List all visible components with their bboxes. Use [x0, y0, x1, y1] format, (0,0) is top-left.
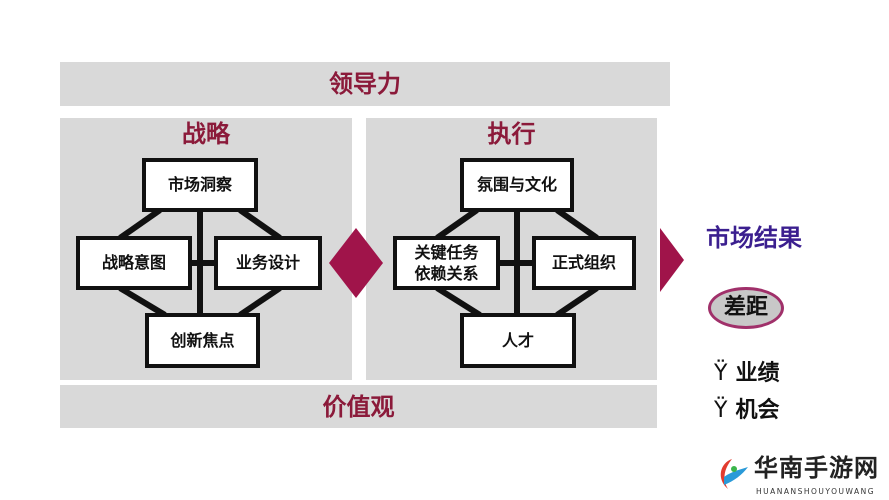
- box-critical-tasks: 关键任务 依赖关系: [393, 236, 500, 290]
- bullet-marker: Ÿ: [714, 398, 728, 423]
- site-logo: 华南手游网 HUANANSHOUYOUWANG: [714, 453, 889, 500]
- strategy-title: 战略: [182, 120, 230, 148]
- box-innovation-focus: 创新焦点: [145, 313, 260, 368]
- bullet-marker: Ÿ: [714, 361, 728, 386]
- box-market-insight: 市场洞察: [142, 158, 258, 212]
- market-result-title: 市场结果: [706, 224, 802, 252]
- bullet-text: 业绩: [735, 361, 780, 386]
- gap-ellipse: 差距: [708, 287, 784, 329]
- arrow-to-result: [660, 228, 684, 292]
- leadership-bar: 领导力: [60, 62, 670, 106]
- box-formal-org: 正式组织: [532, 236, 636, 290]
- execution-title: 执行: [487, 120, 536, 148]
- bullet-opportunity: Ÿ 机会: [714, 397, 779, 425]
- values-bar: 价值观: [60, 385, 657, 428]
- values-label: 价值观: [322, 392, 395, 421]
- logo-subtitle: HUANANSHOUYOUWANG: [756, 487, 876, 496]
- box-business-design: 业务设计: [214, 236, 322, 290]
- logo-name: 华南手游网: [754, 454, 879, 482]
- logo-icon: [720, 459, 748, 489]
- bullet-performance: Ÿ 业绩: [714, 360, 779, 388]
- gap-label: 差距: [723, 295, 768, 320]
- bullet-text: 机会: [735, 398, 780, 423]
- box-strategic-intent: 战略意图: [76, 236, 192, 290]
- diamond-connector: [329, 228, 383, 298]
- box-talent: 人才: [460, 313, 576, 368]
- leadership-label: 领导力: [329, 70, 401, 98]
- box-culture: 氛围与文化: [460, 158, 574, 212]
